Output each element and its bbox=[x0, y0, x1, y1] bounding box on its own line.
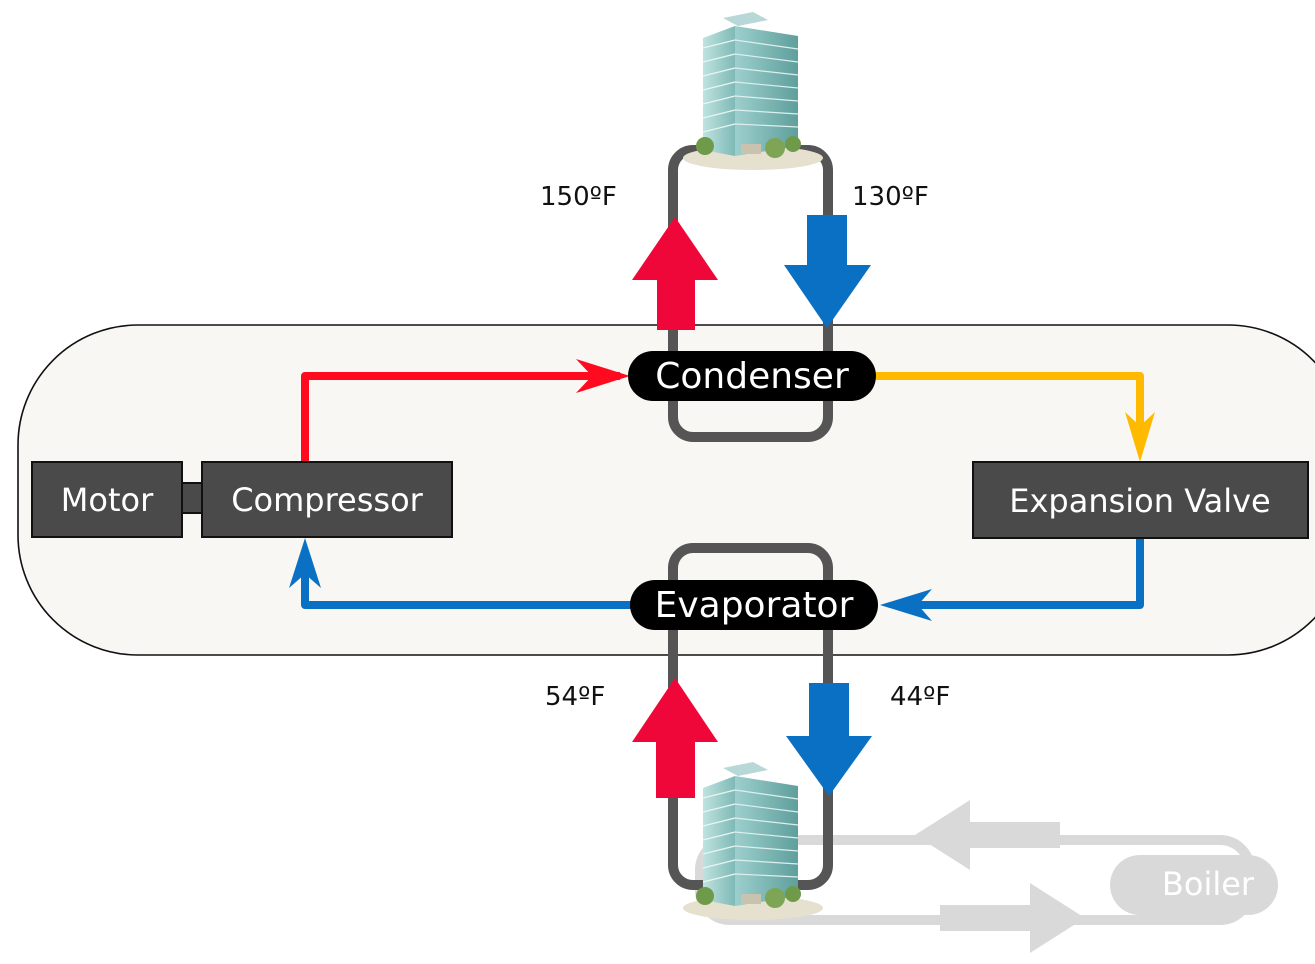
hot-gas-line bbox=[301, 372, 620, 462]
compressor-box bbox=[201, 461, 453, 538]
condenser-box bbox=[628, 351, 876, 401]
expansion-to-evap-line bbox=[900, 538, 1144, 609]
hot-gas-arrowhead bbox=[576, 359, 630, 393]
boiler-loop: Boiler bbox=[695, 800, 1278, 953]
liquid-line bbox=[876, 372, 1144, 430]
temp-condenser-supply: 150ºF bbox=[540, 182, 617, 212]
evaporator-supply-arrow bbox=[786, 683, 872, 796]
expansion-valve-label: Expansion Valve bbox=[1009, 482, 1270, 520]
condenser-supply-arrow bbox=[632, 217, 718, 330]
expansion-valve-box bbox=[972, 461, 1309, 539]
temp-evaporator-supply: 44ºF bbox=[890, 682, 950, 712]
temp-condenser-return: 130ºF bbox=[852, 182, 929, 212]
suction-line bbox=[301, 560, 635, 609]
motor-shaft bbox=[181, 482, 203, 514]
expansion-to-evap-arrowhead bbox=[880, 589, 932, 621]
temp-evaporator-return: 54ºF bbox=[545, 682, 605, 712]
compressor-label: Compressor bbox=[231, 481, 423, 519]
evaporator-box bbox=[630, 580, 878, 630]
condenser-return-arrow bbox=[784, 215, 871, 328]
suction-arrowhead bbox=[289, 538, 321, 588]
motor-label: Motor bbox=[61, 481, 154, 519]
boiler-box bbox=[1110, 855, 1278, 915]
boiler-label: Boiler bbox=[1162, 865, 1255, 903]
evaporator-return-arrow bbox=[632, 678, 718, 798]
condenser-label: Condenser bbox=[655, 356, 849, 397]
liquid-arrowhead bbox=[1125, 412, 1155, 462]
evaporator-label: Evaporator bbox=[655, 585, 854, 626]
